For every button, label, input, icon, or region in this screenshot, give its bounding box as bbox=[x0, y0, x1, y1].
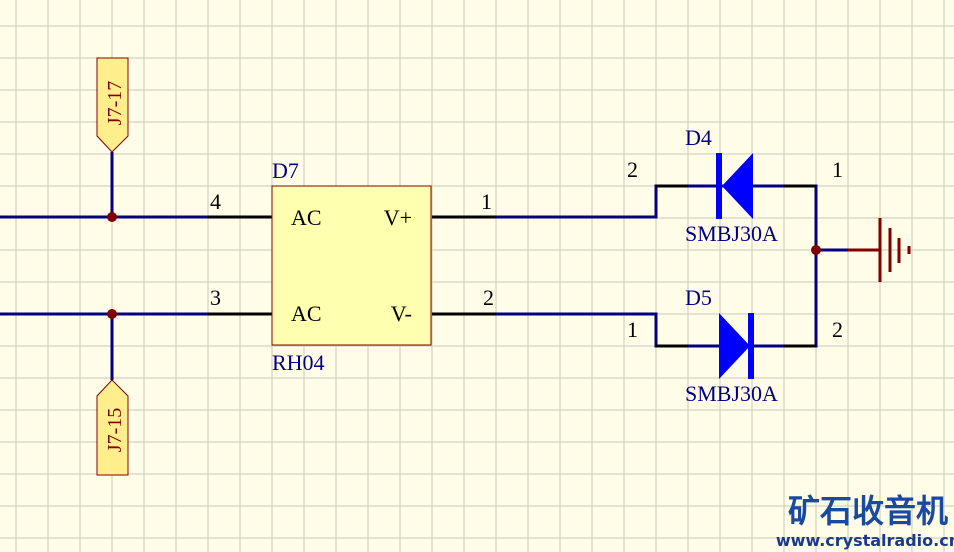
bridge-value: RH04 bbox=[272, 350, 325, 375]
diode-pin-left: 1 bbox=[627, 317, 638, 342]
port-label: J7-15 bbox=[104, 408, 126, 452]
diode-value: SMBJ30A bbox=[685, 381, 778, 406]
diode-value: SMBJ30A bbox=[685, 221, 778, 246]
port-label: J7-17 bbox=[104, 81, 126, 125]
junction-ground bbox=[811, 245, 821, 255]
pin-number-1: 1 bbox=[481, 189, 492, 214]
cathode-bar bbox=[716, 153, 722, 219]
ground-icon bbox=[848, 218, 911, 282]
pins bbox=[208, 184, 816, 348]
port-j7-17[interactable]: J7-17 bbox=[96, 57, 129, 153]
diode-triangle bbox=[719, 313, 750, 379]
junction-bottom bbox=[107, 309, 117, 319]
diode-pin-left: 2 bbox=[627, 157, 638, 182]
watermark-title: 矿石收音机 bbox=[788, 492, 948, 530]
diode-d4[interactable]: D4 SMBJ30A 2 1 bbox=[627, 125, 843, 246]
pin-name-ac-top: AC bbox=[291, 205, 322, 230]
bridge-designator: D7 bbox=[272, 158, 299, 183]
pin-number-2: 2 bbox=[483, 285, 494, 310]
cathode-bar bbox=[748, 313, 754, 379]
pin-number-4: 4 bbox=[210, 189, 221, 214]
junctions bbox=[107, 212, 821, 319]
watermark: 矿石收音机 www.crystalradio.cn bbox=[776, 492, 954, 550]
bridge-rectifier-d7[interactable]: D7 RH04 AC AC V+ V- 4 3 1 2 bbox=[210, 158, 494, 375]
port-shape bbox=[96, 57, 129, 153]
watermark-url: www.crystalradio.cn bbox=[776, 531, 954, 550]
pin-number-3: 3 bbox=[210, 285, 221, 310]
diode-designator: D4 bbox=[685, 125, 712, 150]
pin-name-vplus: V+ bbox=[384, 205, 412, 230]
junction-top bbox=[107, 212, 117, 222]
diode-triangle bbox=[722, 153, 753, 219]
diode-d5[interactable]: D5 SMBJ30A 1 2 bbox=[627, 285, 843, 406]
diode-designator: D5 bbox=[685, 285, 712, 310]
bridge-body bbox=[271, 185, 432, 346]
diode-pin-right: 2 bbox=[832, 317, 843, 342]
pin-name-ac-bottom: AC bbox=[291, 301, 322, 326]
port-shape bbox=[96, 379, 129, 476]
port-j7-15[interactable]: J7-15 bbox=[96, 379, 129, 476]
pin-name-vminus: V- bbox=[391, 301, 412, 326]
diode-pin-right: 1 bbox=[832, 157, 843, 182]
